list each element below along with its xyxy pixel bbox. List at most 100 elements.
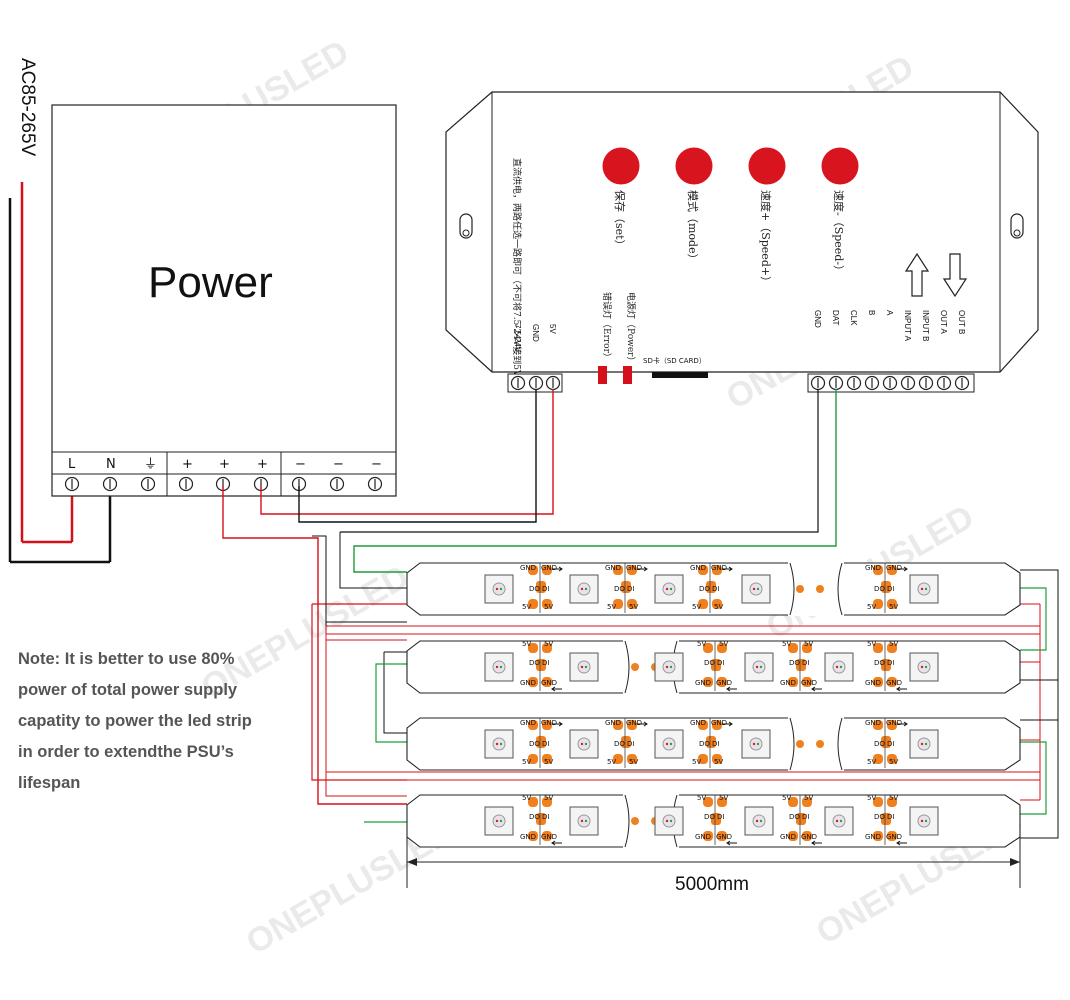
button-cap[interactable] xyxy=(675,147,713,185)
pad-label: GND xyxy=(886,679,902,687)
pad-label: DO xyxy=(529,740,540,748)
pad-label: DI xyxy=(887,813,894,821)
controller-button[interactable] xyxy=(821,147,859,185)
led-die xyxy=(839,819,843,823)
solder-pad xyxy=(881,581,891,593)
pad-label: GND xyxy=(865,719,881,727)
solder-pad xyxy=(528,643,538,653)
terminal-screw-icon[interactable] xyxy=(936,375,952,391)
terminal-screw-icon[interactable] xyxy=(102,476,118,492)
led-lens xyxy=(832,660,846,674)
power-led xyxy=(623,366,632,384)
psu-terminal-label: + xyxy=(257,457,268,472)
solder-pad xyxy=(788,797,798,807)
terminal-screw-icon[interactable] xyxy=(882,375,898,391)
terminal-screw-icon[interactable] xyxy=(329,476,345,492)
direction-arrow-icon xyxy=(552,721,563,727)
strip-break-edge xyxy=(789,562,843,616)
terminal-screw-icon[interactable] xyxy=(846,375,862,391)
led-die xyxy=(495,587,499,591)
pad-label: GND xyxy=(711,564,727,572)
terminal-screw-icon[interactable] xyxy=(510,375,526,391)
pad-label: GND xyxy=(541,679,557,687)
pad-label: GND xyxy=(520,564,536,572)
solder-pad xyxy=(873,599,883,609)
solder-pad xyxy=(887,599,897,609)
led-pixel xyxy=(909,806,939,836)
controller-button[interactable] xyxy=(602,147,640,185)
terminal-screw-icon[interactable] xyxy=(828,375,844,391)
controller-signal-terminal-label: A xyxy=(885,310,894,316)
solder-pad xyxy=(613,754,623,764)
terminal-screw-icon[interactable] xyxy=(954,375,970,391)
button-cap[interactable] xyxy=(821,147,859,185)
led-lens xyxy=(917,582,931,596)
led-die xyxy=(580,742,584,746)
ellipsis-dot xyxy=(631,817,639,825)
solder-pad xyxy=(873,677,883,687)
pad-label: 5V xyxy=(522,603,531,611)
controller-button[interactable] xyxy=(748,147,786,185)
led-die xyxy=(495,665,499,669)
solder-pad xyxy=(698,720,708,730)
terminal-screw-icon[interactable] xyxy=(367,476,383,492)
led-die xyxy=(665,587,669,591)
solder-pad xyxy=(788,831,798,841)
led-die xyxy=(759,665,763,669)
sd-card-slot[interactable] xyxy=(652,372,708,378)
led-die xyxy=(495,742,499,746)
data-signal-wire xyxy=(353,389,837,573)
pad-label: 5V xyxy=(804,794,813,802)
controller-button[interactable] xyxy=(675,147,713,185)
terminal-screw-icon[interactable] xyxy=(918,375,934,391)
led-lens xyxy=(492,737,506,751)
solder-pad xyxy=(717,797,727,807)
pad-label: GND xyxy=(605,564,621,572)
solder-pad xyxy=(802,797,812,807)
led-die xyxy=(584,742,588,746)
button-cap[interactable] xyxy=(602,147,640,185)
pad-label: GND xyxy=(690,564,706,572)
pad-label: GND xyxy=(520,719,536,727)
terminal-screw-icon[interactable] xyxy=(545,375,561,391)
psu-terminal-label: − xyxy=(371,457,382,472)
solder-pad xyxy=(796,813,806,825)
terminal-screw-icon[interactable] xyxy=(528,375,544,391)
terminal-screw-icon[interactable] xyxy=(810,375,826,391)
pad-label: DI xyxy=(627,740,634,748)
pad-label: GND xyxy=(865,833,881,841)
button-cap[interactable] xyxy=(748,147,786,185)
solder-pad xyxy=(887,720,897,730)
psu-terminal-label: ⏚ xyxy=(144,457,157,472)
mount-hole-icon xyxy=(459,213,473,239)
pad-label: DO xyxy=(529,813,540,821)
terminal-screw-icon[interactable] xyxy=(900,375,916,391)
solder-pad xyxy=(703,643,713,653)
led-pixel xyxy=(569,806,599,836)
pad-label: DO xyxy=(614,740,625,748)
terminal-screw-icon[interactable] xyxy=(864,375,880,391)
terminal-screw-icon[interactable] xyxy=(140,476,156,492)
controller-signal-terminal-label: OUT B xyxy=(957,310,966,334)
led-die xyxy=(580,665,584,669)
length-dimension: 5000mm xyxy=(406,836,1021,895)
led-die xyxy=(499,665,503,669)
led-lens xyxy=(662,582,676,596)
terminal-screw-icon[interactable] xyxy=(178,476,194,492)
solder-pad xyxy=(528,565,538,575)
led-die xyxy=(665,819,669,823)
led-die xyxy=(495,819,499,823)
solder-pad xyxy=(536,581,546,593)
solder-pad xyxy=(698,599,708,609)
led-die xyxy=(755,819,759,823)
led-die xyxy=(752,742,756,746)
terminal-screw-icon[interactable] xyxy=(64,476,80,492)
pad-label: 5V xyxy=(522,794,531,802)
direction-arrow-icon xyxy=(722,721,733,727)
strip-break-edge xyxy=(789,717,843,771)
solder-pad xyxy=(802,831,812,841)
